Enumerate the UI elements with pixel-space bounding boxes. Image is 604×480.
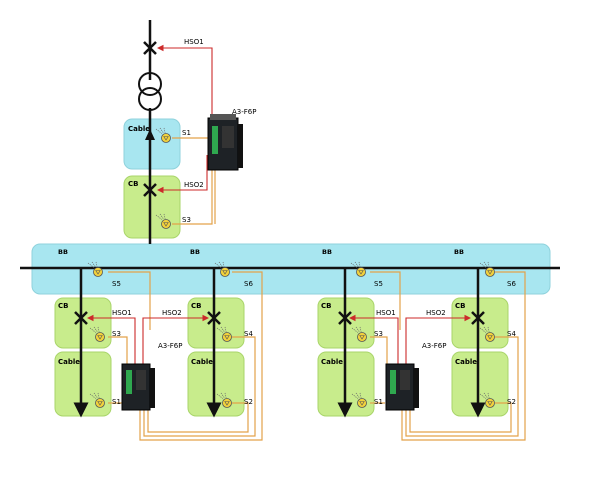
- label-s2-right: S2: [507, 398, 516, 406]
- label-s2-left: S2: [244, 398, 253, 406]
- label-s1-right: S1: [374, 398, 383, 406]
- arc-sensor-icon: [479, 392, 495, 408]
- relay-top-icon: [207, 114, 243, 171]
- arc-sensor-icon: [89, 326, 105, 342]
- arc-sensor-icon: [155, 213, 171, 229]
- label-hso1-right: HSO1: [376, 309, 396, 317]
- power-lines: [20, 20, 560, 418]
- sensor-wiring: [108, 137, 526, 441]
- breaker-icon: [74, 311, 88, 325]
- label-s4-right: S4: [507, 330, 516, 338]
- label-cb-top: CB: [128, 180, 138, 188]
- label-relay-top: A3-F6P: [232, 108, 256, 116]
- label-bb-2: BB: [190, 248, 200, 256]
- label-s4-left: S4: [244, 330, 253, 338]
- label-s3-top: S3: [182, 216, 191, 224]
- label-cable-right-2: Cable: [455, 358, 477, 366]
- label-relay-right: A3-F6P: [422, 342, 446, 350]
- label-relay-left: A3-F6P: [158, 342, 182, 350]
- transformer-icon: [138, 72, 162, 111]
- breaker-icon: [338, 311, 352, 325]
- breaker-icon: [207, 311, 221, 325]
- label-hso2-left: HSO2: [162, 309, 182, 317]
- zone-cable-top: [123, 118, 181, 170]
- label-s6-left: S6: [244, 280, 253, 288]
- label-bb-4: BB: [454, 248, 464, 256]
- arc-sensor-icon: [87, 261, 103, 277]
- label-cable-left-2: Cable: [191, 358, 213, 366]
- label-bb-3: BB: [322, 248, 332, 256]
- arc-sensor-icon: [214, 261, 230, 277]
- label-hso2-right: HSO2: [426, 309, 446, 317]
- arc-sensor-icon: [216, 326, 232, 342]
- arc-sensor-icon: [155, 127, 171, 143]
- label-s1-top: S1: [182, 129, 191, 137]
- label-hso1-left: HSO1: [112, 309, 132, 317]
- label-cb-right-2: CB: [455, 302, 465, 310]
- relay-left-icon: [121, 363, 155, 411]
- relay-right-icon: [385, 363, 419, 411]
- breaker-icon: [143, 183, 157, 197]
- label-s6-right: S6: [507, 280, 516, 288]
- arc-sensor-icon: [479, 326, 495, 342]
- label-s5-right: S5: [374, 280, 383, 288]
- arc-sensor-icon: [479, 261, 495, 277]
- arc-sensor-icon: [350, 261, 366, 277]
- arc-sensor-icon: [351, 392, 367, 408]
- label-bb-1: BB: [58, 248, 68, 256]
- label-cb-right-1: CB: [321, 302, 331, 310]
- label-cable-right-1: Cable: [321, 358, 343, 366]
- label-hso1-top: HSO1: [184, 38, 204, 46]
- arc-sensor-icon: [351, 326, 367, 342]
- label-hso2-top: HSO2: [184, 181, 204, 189]
- breaker-icon: [143, 41, 157, 55]
- label-s5-left: S5: [112, 280, 121, 288]
- label-cb-left-2: CB: [191, 302, 201, 310]
- label-cb-left-1: CB: [58, 302, 68, 310]
- label-cable-left-1: Cable: [58, 358, 80, 366]
- trip-wiring: [86, 44, 472, 370]
- label-s1-left: S1: [112, 398, 121, 406]
- label-cable-top: Cable: [128, 125, 150, 133]
- label-s3-left: S3: [112, 330, 121, 338]
- breaker-icons: [74, 41, 485, 325]
- arc-sensor-icon: [216, 392, 232, 408]
- breaker-icon: [471, 311, 485, 325]
- label-s3-right: S3: [374, 330, 383, 338]
- arc-sensor-icon: [89, 392, 105, 408]
